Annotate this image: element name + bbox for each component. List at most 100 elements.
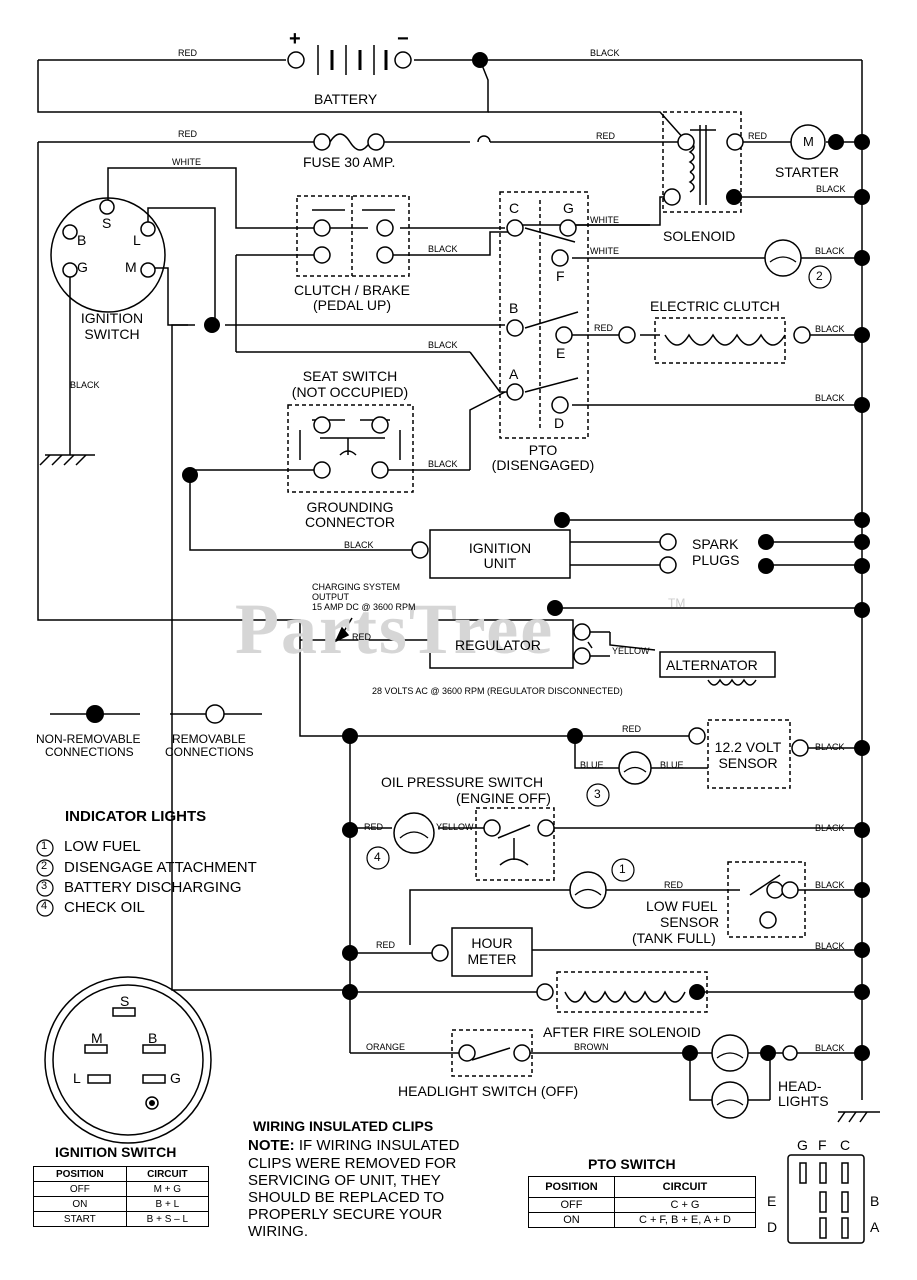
table-cell: OFF <box>528 1197 615 1213</box>
wire-label: YELLOW <box>612 646 650 656</box>
wire-label: RED <box>178 48 198 58</box>
legend-removable-2: CONNECTIONS <box>165 745 254 759</box>
watermark-tm: TM <box>668 596 686 610</box>
pto-face-e: E <box>767 1193 777 1209</box>
ign-pin-m: M <box>125 259 137 275</box>
indicator-lights-title: INDICATOR LIGHTS <box>65 808 207 825</box>
legend-nonremovable-1: NON-REMOVABLE <box>36 732 141 746</box>
pto-term-b: B <box>509 300 519 316</box>
after-fire-label: AFTER FIRE SOLENOID <box>543 1024 701 1040</box>
indicator-item-disengage: DISENGAGE ATTACHMENT <box>64 859 257 876</box>
wire-label: BLACK <box>815 742 845 752</box>
wire-label: WHITE <box>590 215 619 225</box>
battery-label: BATTERY <box>314 91 378 107</box>
fuse-label: FUSE 30 AMP. <box>303 154 396 170</box>
headlights-1: HEAD- <box>778 1078 822 1094</box>
pto-term-c: C <box>509 200 520 216</box>
wire-label: BLUE <box>580 760 604 770</box>
table-cell: B + S – L <box>125 1211 210 1227</box>
wire-label: WHITE <box>590 246 619 256</box>
ac-note: 28 VOLTS AC @ 3600 RPM (REGULATOR DISCON… <box>372 686 623 696</box>
table-header: CIRCUIT <box>613 1176 757 1198</box>
clips-note-line-1: NOTE: IF WIRING INSULATED <box>248 1137 459 1154</box>
wire-label: RED <box>596 131 616 141</box>
clips-note-text: IF WIRING INSULATED <box>298 1137 460 1154</box>
pto-label-1: PTO <box>528 442 558 458</box>
spark-plugs-1: SPARK <box>692 536 739 552</box>
charging-3: 15 AMP DC @ 3600 RPM <box>312 602 416 612</box>
solenoid-label: SOLENOID <box>663 228 736 244</box>
pto-face-a: A <box>870 1219 880 1235</box>
ign-face-g: G <box>170 1070 181 1086</box>
table-header: POSITION <box>33 1166 127 1182</box>
table-cell: OFF <box>33 1181 127 1197</box>
wire-label: BLACK <box>815 823 845 833</box>
indicator-num: 2 <box>41 860 48 872</box>
voltage-sensor-1: 12.2 VOLT <box>714 739 782 755</box>
regulator-label: REGULATOR <box>455 637 541 653</box>
pto-term-g: G <box>563 200 574 216</box>
pto-face-d: D <box>767 1219 778 1235</box>
ign-face-m: M <box>91 1030 103 1046</box>
pto-term-d: D <box>554 415 565 431</box>
ignition-switch-title-2: SWITCH <box>84 326 140 342</box>
table-cell: M + G <box>125 1181 210 1197</box>
indicator-num: 3 <box>41 880 48 892</box>
electric-clutch-label: ELECTRIC CLUTCH <box>650 298 780 314</box>
clips-note-line-2: CLIPS WERE REMOVED FOR <box>248 1155 457 1172</box>
wire-label: BLACK <box>428 244 458 254</box>
alternator-label: ALTERNATOR <box>666 657 758 673</box>
ignition-table-title: IGNITION SWITCH <box>55 1144 177 1160</box>
wire-label: BLACK <box>815 393 845 403</box>
wire-label: BLACK <box>428 459 458 469</box>
oil-switch-2: (ENGINE OFF) <box>456 790 551 806</box>
ignition-unit-1: IGNITION <box>468 540 532 556</box>
wire-label: BLACK <box>815 880 845 890</box>
wire-label: ORANGE <box>366 1042 406 1052</box>
table-cell: B + L <box>125 1196 210 1212</box>
table-cell: C + F, B + E, A + D <box>613 1212 757 1228</box>
pto-face-b: B <box>870 1193 880 1209</box>
indicator-mark-2: 2 <box>816 269 823 283</box>
table-cell: ON <box>528 1212 615 1228</box>
clips-note-line-6: WIRING. <box>248 1223 308 1240</box>
clips-note-line-5: PROPERLY SECURE YOUR <box>248 1206 443 1223</box>
wire-label: BROWN <box>574 1042 609 1052</box>
wire-label: BLACK <box>816 184 846 194</box>
legend-removable-1: REMOVABLE <box>172 732 246 746</box>
wire-label: RED <box>664 880 684 890</box>
legend-nonremovable-2: CONNECTIONS <box>45 745 134 759</box>
battery-plus: + <box>289 28 301 50</box>
table-cell: C + G <box>613 1197 757 1213</box>
ign-pin-s: S <box>102 215 112 231</box>
pto-face-g: G <box>797 1137 808 1153</box>
battery-minus: − <box>397 28 409 50</box>
indicator-item-check-oil: CHECK OIL <box>64 899 145 916</box>
watermark: PartsTree <box>235 589 555 669</box>
starter-label: STARTER <box>775 164 840 180</box>
wire-label: BLACK <box>590 48 620 58</box>
spark-plugs-2: PLUGS <box>692 552 740 568</box>
low-fuel-2: SENSOR <box>660 914 720 930</box>
wire-label: RED <box>622 724 642 734</box>
wire-label: BLACK <box>815 246 845 256</box>
pto-table-title: PTO SWITCH <box>588 1156 676 1172</box>
table-header: CIRCUIT <box>125 1166 210 1182</box>
voltage-sensor-2: SENSOR <box>718 755 778 771</box>
clips-note-label: NOTE: <box>248 1137 295 1154</box>
ign-face-b: B <box>148 1030 158 1046</box>
wire-label: RED <box>748 131 768 141</box>
wire-label: BLACK <box>815 941 845 951</box>
wire-label: BLACK <box>70 380 100 390</box>
starter-motor-symbol: M <box>803 134 814 149</box>
wire-label: BLACK <box>815 1043 845 1053</box>
pto-face-f: F <box>818 1137 827 1153</box>
ign-pin-l: L <box>133 232 141 248</box>
charging-1: CHARGING SYSTEM <box>312 582 401 592</box>
hour-meter-1: HOUR <box>471 935 513 951</box>
indicator-mark-3: 3 <box>594 787 601 801</box>
ignition-unit-2: UNIT <box>483 555 517 571</box>
grounding-connector-2: CONNECTOR <box>305 514 395 530</box>
